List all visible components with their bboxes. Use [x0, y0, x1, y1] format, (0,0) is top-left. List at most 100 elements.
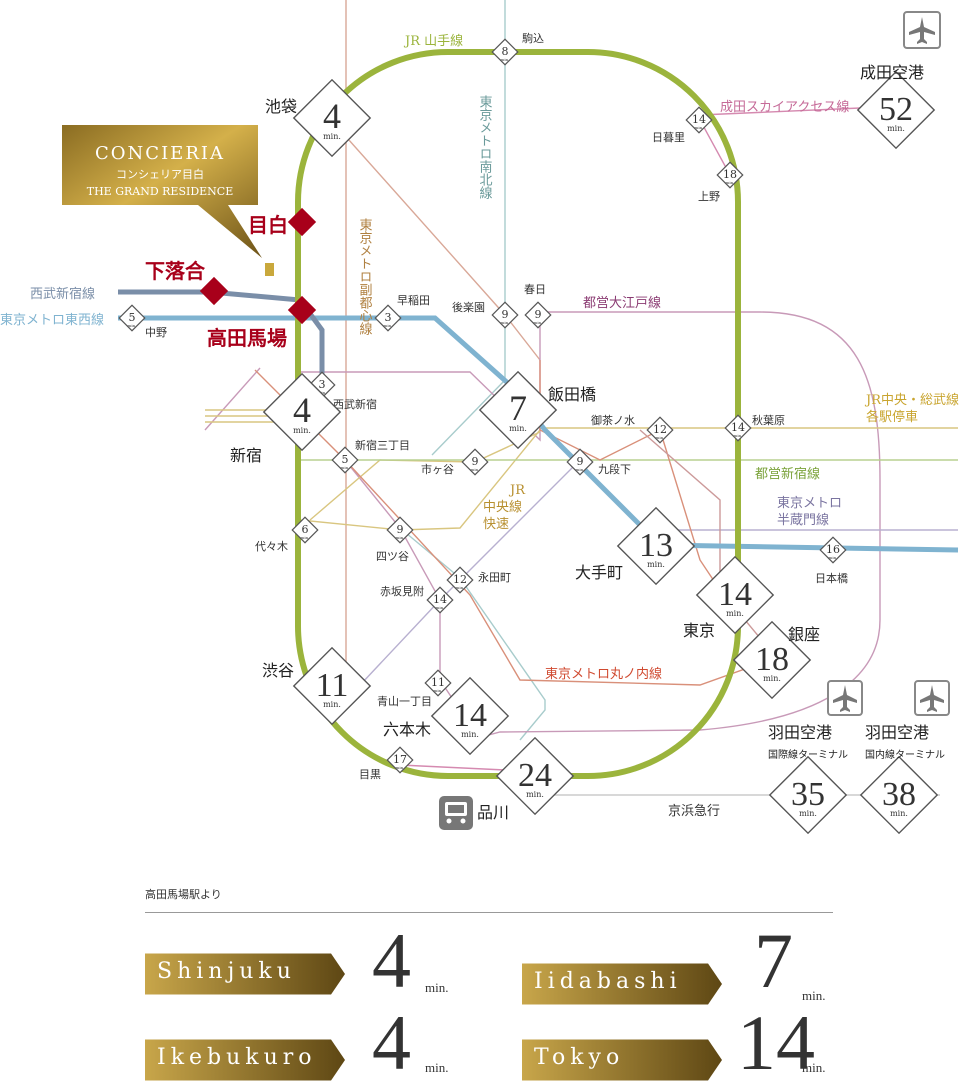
label-tozai: 東京メトロ東西線 [0, 312, 104, 328]
station-minutes: 8 [502, 45, 509, 58]
station-diamond [426, 586, 454, 614]
min-unit: min. [763, 674, 781, 683]
destination-shinjuku: Shinjuku 4 min. [145, 922, 465, 1000]
min-unit: min. [456, 585, 465, 590]
min-unit: min. [647, 560, 665, 569]
min-unit: min. [461, 730, 479, 739]
station-diamond [859, 755, 939, 835]
destination-name: Iidabashi [534, 969, 682, 994]
station-diamond [446, 566, 474, 594]
property-callout: CONCIERIA コンシェリア目白 THE GRAND RESIDENCE [62, 125, 262, 258]
station-minutes: 17 [393, 753, 407, 766]
label-chuo-rapid-1: JR [508, 483, 526, 498]
destination-minutes: 7 [754, 917, 793, 1004]
station-minutes: 11 [316, 667, 349, 704]
station-diamond [386, 746, 414, 774]
station-diamond [491, 301, 519, 329]
min-unit: min. [323, 700, 341, 709]
station-minutes: 18 [723, 168, 737, 181]
station-name: 渋谷 [262, 661, 294, 680]
min-unit: min. [396, 765, 405, 770]
min-unit: min. [318, 390, 327, 395]
station-name: 品川 [477, 803, 509, 822]
travel-times-panel: 高田馬場駅より Shinjuku 4 min. Iidabashi 7 min.… [0, 888, 968, 1084]
label-namboku: 東京メトロ南北線 [477, 94, 493, 199]
station-diamond [292, 78, 372, 158]
destination-minutes: 4 [372, 917, 411, 1004]
station-diamond [478, 370, 558, 450]
station-name: 新宿三丁目 [355, 438, 410, 452]
station-name: 羽田空港 [865, 723, 929, 742]
property-name: コンシェリア目白 [116, 167, 204, 181]
property-brand: CONCIERIA [95, 143, 225, 164]
min-unit: min. [802, 1060, 826, 1075]
station-name: 駒込 [522, 32, 544, 45]
station-minutes: 9 [397, 523, 404, 536]
min-unit: min. [726, 609, 744, 618]
min-unit: min. [425, 1060, 449, 1075]
station-minutes: 13 [639, 527, 673, 564]
min-unit: min. [526, 790, 544, 799]
min-unit: min. [293, 426, 311, 435]
train-icon [439, 796, 473, 830]
destination-name: Tokyo [534, 1045, 625, 1070]
route-map: JR 山手線 成田スカイアクセス線 都営大江戸線 西武新宿線 東京メトロ東西線 … [0, 0, 959, 835]
min-unit: min. [436, 605, 445, 610]
station-diamond [732, 620, 812, 700]
destination-name: Ikebukuro [157, 1045, 317, 1070]
station-name: 四ツ谷 [376, 550, 409, 563]
station-diamond [524, 301, 552, 329]
station-minutes: 14 [718, 576, 752, 613]
takadanobaba-label: 高田馬場 [207, 326, 287, 350]
station-name: 飯田橋 [548, 385, 596, 404]
station-name: 御茶ノ水 [591, 413, 635, 427]
station-diamond [386, 516, 414, 544]
min-unit: min. [887, 124, 905, 133]
mejiro-marker[interactable] [287, 207, 317, 237]
takadanobaba-marker[interactable] [287, 295, 317, 325]
station-diamond [724, 414, 752, 442]
min-unit: min. [384, 323, 393, 328]
min-unit: min. [734, 433, 743, 438]
station-minutes: 24 [518, 757, 552, 794]
label-hanzomon-2: 半蔵門線 [777, 512, 829, 528]
station-minutes: 14 [692, 113, 706, 126]
label-oedo: 都営大江戸線 [583, 295, 661, 311]
station-diamond [695, 555, 775, 635]
label-chuo-sobu-2: 各駅停車 [866, 409, 918, 425]
label-narita-sky: 成田スカイアクセス線 [720, 99, 849, 115]
station-minutes: 12 [653, 423, 667, 436]
station-diamond [856, 70, 936, 150]
